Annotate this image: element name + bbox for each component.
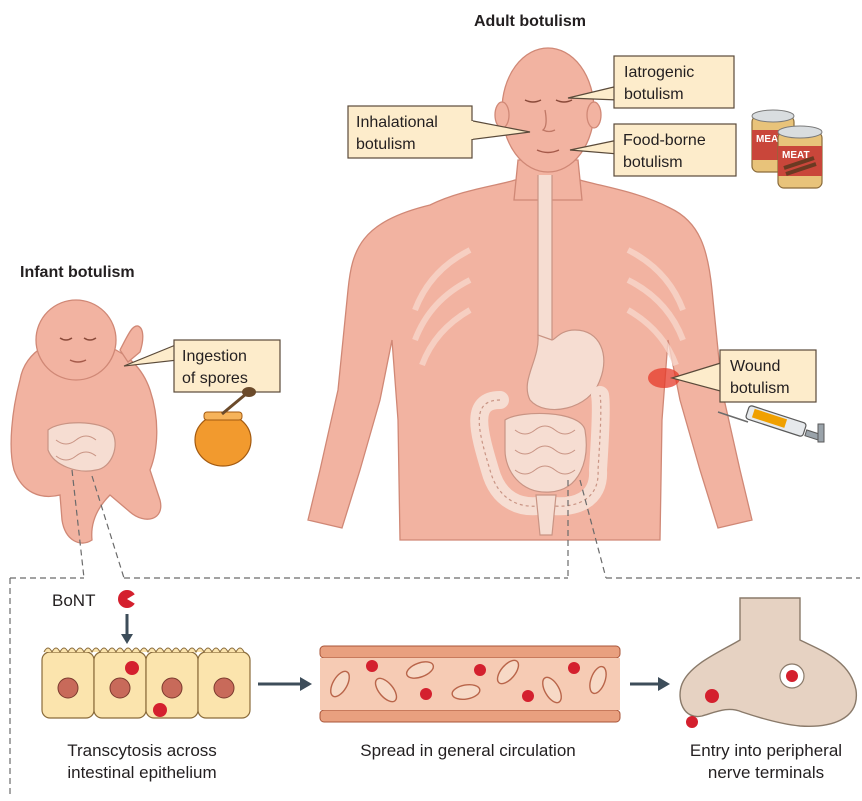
- infant-body-figure: [11, 300, 161, 543]
- infant-botulism-title: Infant botulism: [20, 264, 135, 281]
- intestinal-epithelium: [42, 648, 250, 718]
- iatrogenic-label-line1: Iatrogenic: [624, 64, 694, 81]
- caption-transcytosis: Transcytosis across intestinal epitheliu…: [67, 741, 217, 782]
- bont-toxin-icon: [118, 590, 137, 608]
- adult-botulism-title: Adult botulism: [474, 13, 586, 30]
- caption-entry: Entry into peripheral nerve terminals: [690, 741, 842, 782]
- adult-ear-right: [587, 102, 601, 128]
- epithelial-cell: [42, 652, 94, 718]
- syringe-icon: [718, 405, 824, 442]
- entry-caption-line1: Entry into peripheral: [690, 741, 842, 760]
- bont-label: BoNT: [52, 591, 95, 610]
- blood-vessel: [320, 646, 620, 722]
- caption-spread: Spread in general circulation: [360, 741, 575, 760]
- wound-label-line1: Wound: [730, 358, 780, 375]
- epithelial-cell: [198, 652, 250, 718]
- callout-foodborne: Food-borne botulism: [570, 124, 736, 176]
- epithelial-cell: [94, 652, 146, 718]
- foodborne-label-line1: Food-borne: [623, 132, 706, 149]
- ingestion-label-line2: of spores: [182, 370, 248, 387]
- adult-ear-left: [495, 102, 509, 128]
- foodborne-label-line2: botulism: [623, 154, 683, 171]
- small-intestine: [505, 413, 586, 492]
- nerve-terminal: [680, 598, 856, 728]
- meat-cans-icon: MEAT MEAT: [752, 110, 822, 188]
- inhalational-label-line1: Inhalational: [356, 114, 438, 131]
- wound-label-line2: botulism: [730, 380, 790, 397]
- spread-caption: Spread in general circulation: [360, 741, 575, 760]
- ingestion-label-line1: Ingestion: [182, 348, 247, 365]
- rectum: [536, 495, 556, 535]
- infant-head: [36, 300, 116, 380]
- honey-pot-icon: [195, 387, 256, 466]
- transcytosis-caption-line2: intestinal epithelium: [67, 763, 216, 782]
- entry-caption-line2: nerve terminals: [708, 763, 824, 782]
- adult-head: [502, 48, 594, 172]
- iatrogenic-label-line2: botulism: [624, 86, 684, 103]
- transcytosis-caption-line1: Transcytosis across: [67, 741, 217, 760]
- inhalational-label-line2: botulism: [356, 136, 416, 153]
